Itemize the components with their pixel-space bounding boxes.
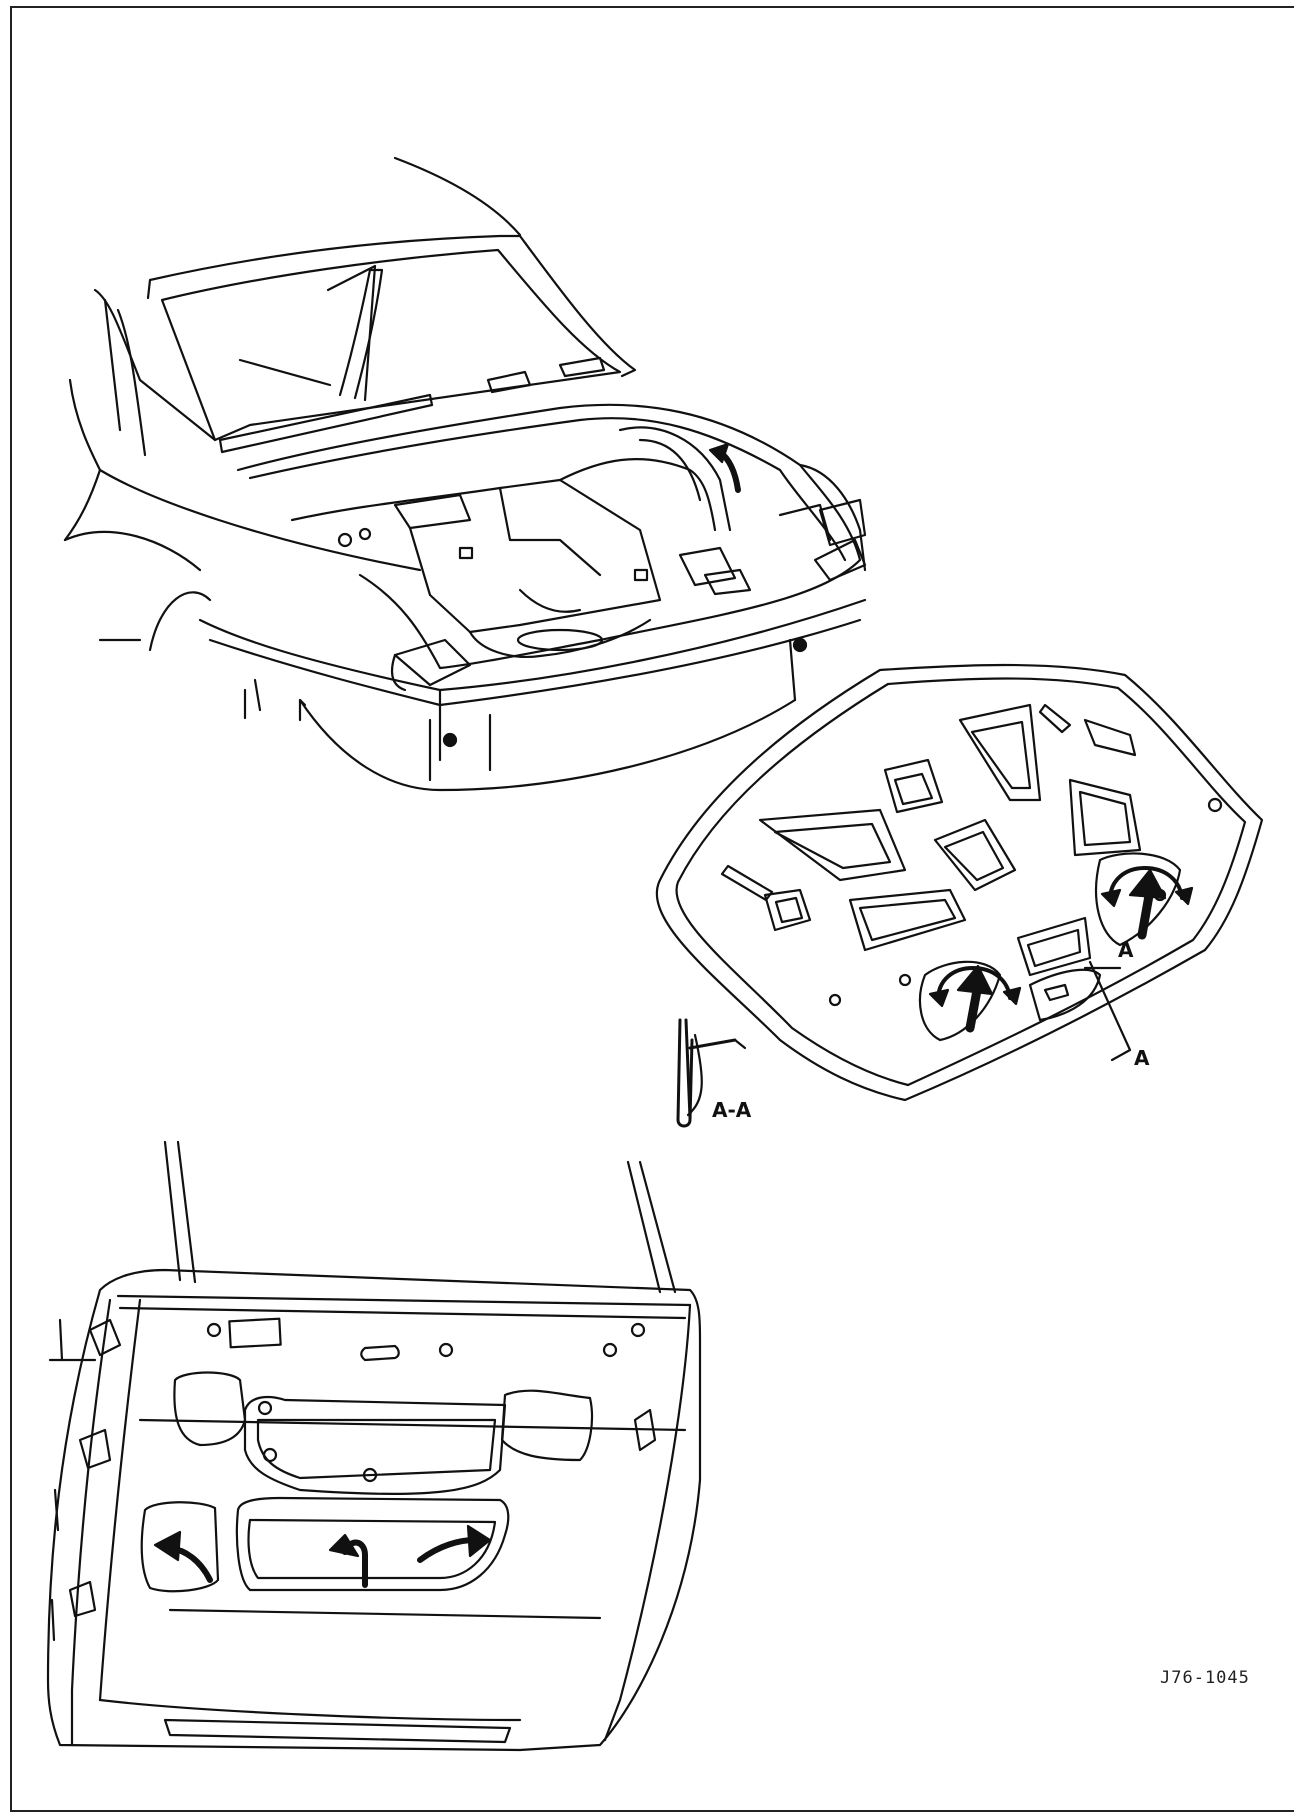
section-a-a-detail: [676, 1018, 747, 1128]
reference-code: J76-1045: [1160, 1668, 1250, 1688]
section-marker-bottom: A: [1134, 1046, 1150, 1070]
car-body-rear: [63, 156, 867, 792]
page-frame: [10, 6, 1294, 1812]
rear-door: [46, 1140, 702, 1752]
boot-lid: [655, 663, 1264, 1102]
section-marker-top: A: [1118, 938, 1134, 962]
section-view-label: A-A: [712, 1098, 752, 1122]
